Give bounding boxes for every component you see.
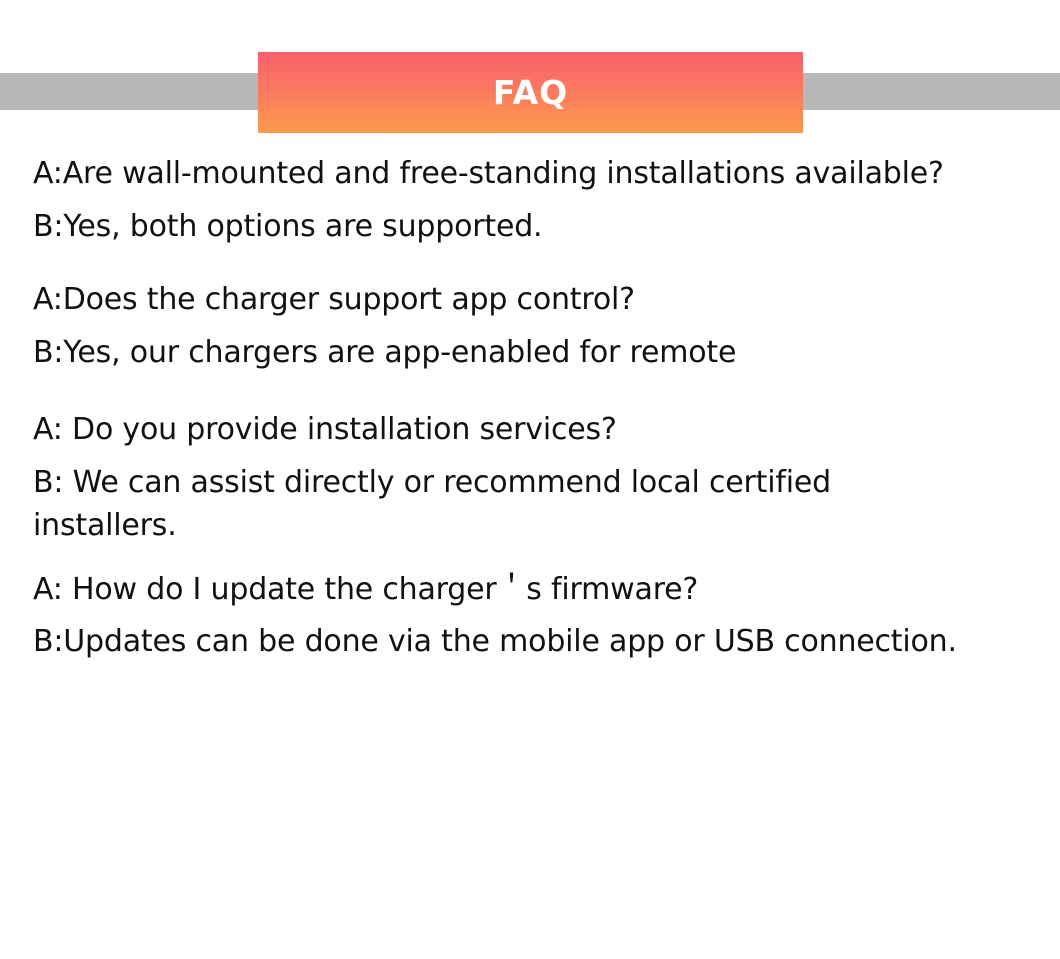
faq-item: A: How do I update the charger＇s firmwar…: [33, 568, 1030, 664]
faq-question: A:Are wall-mounted and free-standing ins…: [33, 156, 944, 191]
faq-item: A:Does the charger support app control? …: [33, 278, 1030, 374]
page-title: FAQ: [492, 73, 569, 112]
faq-content: A:Are wall-mounted and free-standing ins…: [0, 152, 1060, 684]
faq-answer: B: We can assist directly or recommend l…: [33, 464, 831, 544]
faq-title-banner: FAQ: [258, 52, 803, 133]
faq-question: A: How do I update the charger＇s firmwar…: [33, 571, 699, 607]
faq-question: A:Does the charger support app control?: [33, 282, 635, 317]
faq-answer: B:Updates can be done via the mobile app…: [33, 624, 957, 659]
faq-answer: B:Yes, our chargers are app-enabled for …: [33, 334, 737, 370]
faq-answer: B:Yes, both options are supported.: [33, 208, 543, 244]
faq-question: A: Do you provide installation services?: [33, 412, 617, 447]
faq-header: FAQ: [0, 0, 1060, 152]
faq-item: A:Are wall-mounted and free-standing ins…: [33, 152, 1030, 248]
faq-item: A: Do you provide installation services?…: [33, 408, 1030, 548]
